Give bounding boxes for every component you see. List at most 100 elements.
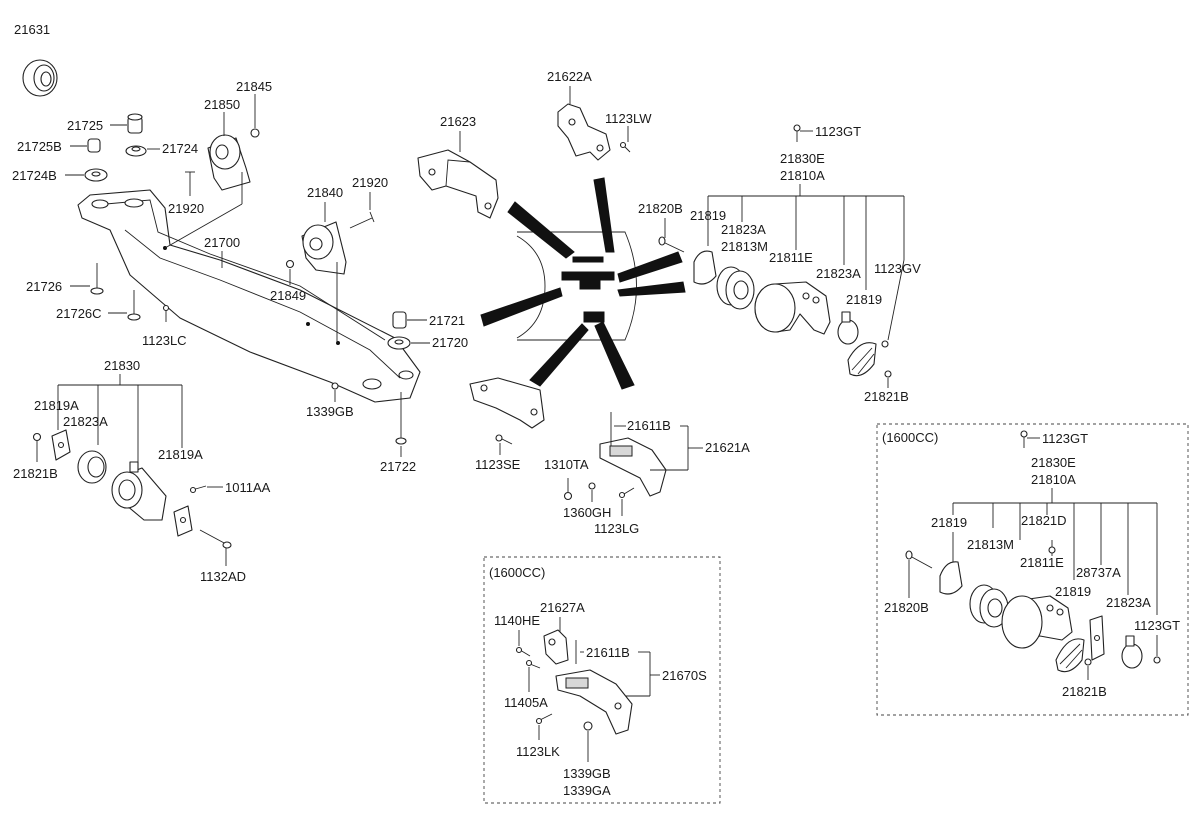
part-plate-21819A-a [51, 429, 71, 461]
label-21830: 21830 [104, 358, 140, 373]
label-21845: 21845 [236, 79, 272, 94]
part-nut-21821B-b [884, 370, 892, 378]
part-bracket-21627A [543, 629, 569, 665]
part-bolt-11405A [525, 659, 541, 669]
part-plate-21819-c [939, 561, 963, 595]
part-bushing-21631 [22, 59, 58, 97]
label-21726: 21726 [26, 279, 62, 294]
part-bracket-21621A [599, 412, 667, 497]
label-21722: 21722 [380, 459, 416, 474]
part-bushing-21813M-a [716, 266, 755, 310]
label-21724B: 21724B [12, 168, 57, 183]
label-21813M-a: 21813M [721, 239, 768, 254]
part-bolt-1123GT-a [793, 124, 801, 142]
part-bolt-1123GT-b [1020, 430, 1028, 448]
part-bracket-28737A [1089, 615, 1105, 661]
label-1360GH: 1360GH [563, 505, 611, 520]
part-bolt-21920-a [185, 171, 195, 196]
part-mount-21830 [111, 461, 167, 521]
part-mount-21811E-a [754, 281, 831, 335]
part-nut-1310TA [563, 491, 573, 501]
label-1123GT-c: 1123GT [1134, 618, 1180, 633]
part-mount-21840 [301, 221, 347, 275]
part-bolt-21920-b [349, 211, 375, 229]
label-21813M-b: 21813M [967, 537, 1014, 552]
part-bolt-1123GT-c [1153, 656, 1161, 664]
label-21823A-a: 21823A [63, 414, 108, 429]
label-1123SE: 1123SE [475, 457, 521, 472]
label-1123LG: 1123LG [594, 521, 639, 536]
label-21726C: 21726C [56, 306, 102, 321]
label-1310TA: 1310TA [544, 457, 589, 472]
part-bolt-1123LW [619, 141, 631, 153]
label-21627A: 21627A [540, 600, 585, 615]
part-bolt-1132AD [199, 529, 232, 549]
part-collar-21725B [87, 138, 101, 153]
label-21670S: 21670S [662, 668, 707, 683]
part-washer-21724B [84, 168, 108, 182]
label-21811E-a: 21811E [769, 250, 813, 265]
label-21821B-b: 21821B [864, 389, 909, 404]
label-21810A-a: 21810A [780, 168, 825, 183]
label-1140HE: 1140HE [494, 613, 540, 628]
label-21840: 21840 [307, 185, 343, 200]
part-bolt-21726 [90, 263, 104, 295]
part-bracket-lower-left [469, 377, 545, 429]
label-21631: 21631 [14, 22, 50, 37]
part-collar-21721 [392, 311, 407, 329]
label-11405A: 11405A [504, 695, 548, 710]
part-washer-1360GH [588, 482, 596, 490]
label-21830E-a: 21830E [780, 151, 825, 166]
label-21819-c: 21819 [931, 515, 967, 530]
label-21811E-b: 21811E [1020, 555, 1064, 570]
part-bolt-21820B-a [658, 236, 685, 253]
part-bolt-1140HE [515, 646, 531, 657]
label-21821B-c: 21821B [1062, 684, 1107, 699]
label-21721: 21721 [429, 313, 465, 328]
label-21725: 21725 [67, 118, 103, 133]
part-nut-1339GB-b [583, 721, 593, 731]
part-bolt-1123LK [535, 713, 553, 725]
label-28737A: 28737A [1076, 565, 1121, 580]
part-washer-21720 [387, 336, 411, 350]
label-21622A: 21622A [547, 69, 592, 84]
engine-outline [516, 231, 637, 341]
part-washer-21724 [125, 145, 147, 157]
label-1123LC: 1123LC [142, 333, 187, 348]
part-bushing-21823A-a [77, 450, 107, 484]
label-21821D: 21821D [1021, 513, 1067, 528]
part-bolt-1011AA [189, 485, 207, 494]
pointer-arrows [480, 177, 686, 390]
label-1339GB-b: 1339GB [563, 766, 611, 781]
label-21611B-b: 21611B [586, 645, 630, 660]
label-21611B-a: 21611B [627, 418, 671, 433]
label-21819A-a: 21819A [34, 398, 79, 413]
part-bushing-21813M-b [969, 584, 1009, 628]
label-21724: 21724 [162, 141, 198, 156]
label-21823A-d: 21823A [1106, 595, 1151, 610]
part-nut-1339GB [331, 382, 339, 390]
label-1123GT-a: 1123GT [815, 124, 861, 139]
variant-box-1600cc-b [876, 423, 1189, 716]
label-1123LK: 1123LK [516, 744, 560, 759]
label-21850: 21850 [204, 97, 240, 112]
part-cap-21823A-c [837, 311, 859, 345]
part-plate-21819-a [693, 250, 717, 285]
label-21820B-b: 21820B [884, 600, 929, 615]
label-21819-a: 21819 [690, 208, 726, 223]
part-bolt-21726C [127, 290, 141, 321]
part-plate-21819-d [1055, 638, 1085, 673]
label-21819-b: 21819 [846, 292, 882, 307]
part-mount-21811E-b [1001, 595, 1073, 649]
label-1123LW: 1123LW [605, 111, 652, 126]
part-nut-21821B-c [1084, 658, 1092, 666]
label-21720: 21720 [432, 335, 468, 350]
label-21725B: 21725B [17, 139, 62, 154]
label-1132AD: 1132AD [200, 569, 246, 584]
label-1339GB: 1339GB [306, 404, 354, 419]
part-plate-21819-b [847, 342, 877, 377]
part-bracket-21622A [557, 103, 611, 161]
part-bolt-21722 [395, 392, 407, 445]
label-21621A: 21621A [705, 440, 750, 455]
